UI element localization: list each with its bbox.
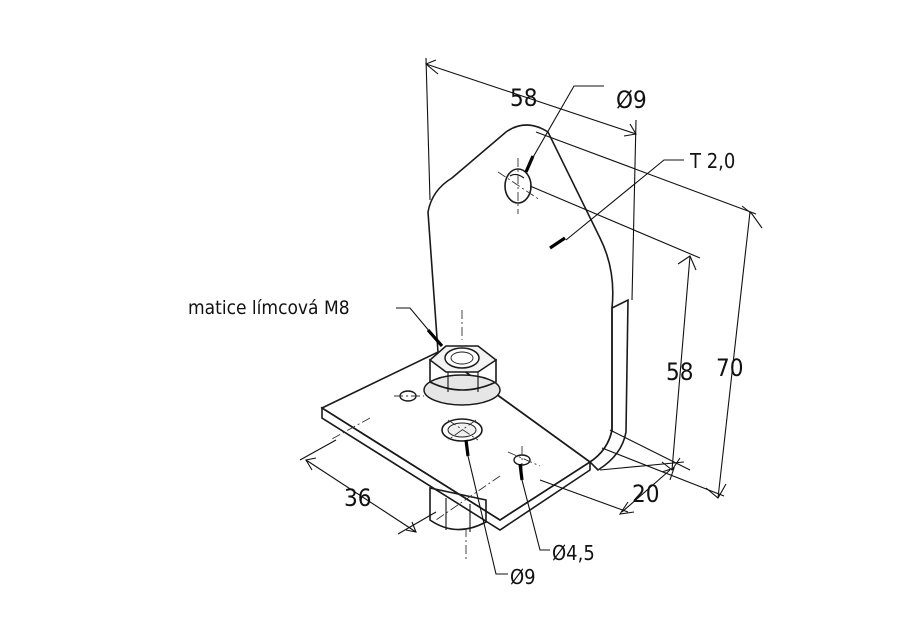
dim-small-hole-diameter: Ø4,5 bbox=[552, 541, 595, 565]
base-plate bbox=[320, 346, 598, 531]
dim-thickness: T 2,0 bbox=[689, 149, 735, 173]
dim-bottom-hole-diameter: Ø9 bbox=[510, 565, 536, 589]
vertical-plate bbox=[427, 124, 629, 472]
dim-hole-height: 58 bbox=[666, 358, 693, 386]
dim-base-depth: 20 bbox=[632, 480, 659, 508]
dimension-lines bbox=[299, 57, 763, 575]
center-lines bbox=[329, 158, 541, 521]
nut-label: matice límcová M8 bbox=[188, 297, 350, 319]
flange-nut bbox=[423, 345, 501, 406]
lower-nut bbox=[429, 487, 487, 560]
dim-top-width: 58 bbox=[510, 84, 537, 112]
dim-base-length: 36 bbox=[344, 484, 371, 512]
dim-total-height: 70 bbox=[716, 354, 743, 382]
dim-top-hole-diameter: Ø9 bbox=[616, 86, 647, 114]
